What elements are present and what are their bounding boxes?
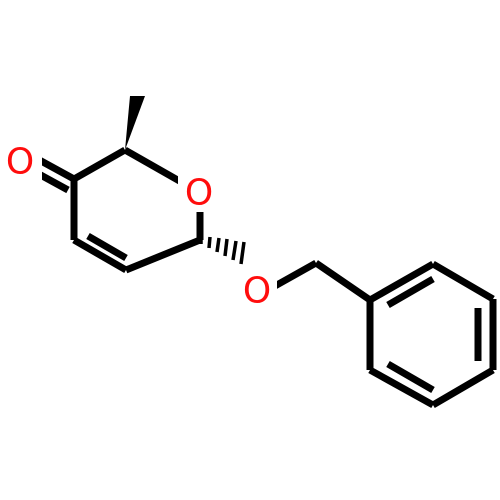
carbonyl-oxygen-label: O — [6, 142, 34, 183]
ether-hash-bond — [199, 236, 246, 265]
bond-c5-c6 — [124, 236, 202, 274]
bond-c4-c5 — [72, 236, 128, 274]
methyl-wedge-bond — [125, 96, 145, 150]
bond-ether-oxygen-ch2 — [273, 259, 318, 290]
bond-c4-c5-inner — [86, 232, 128, 262]
ether-oxygen-atom: O — [235, 270, 277, 312]
ring-oxygen-atom: O — [178, 172, 220, 214]
ether-oxygen-label: O — [243, 271, 271, 312]
bond-c2-ring-oxygen — [123, 146, 185, 187]
bond-ch2-phenyl — [314, 260, 372, 303]
carbonyl-oxygen-atom: O — [0, 142, 42, 183]
benzene-ring — [366, 260, 497, 409]
ring-oxygen-label: O — [185, 173, 213, 214]
bond-c2-c3 — [72, 146, 127, 183]
